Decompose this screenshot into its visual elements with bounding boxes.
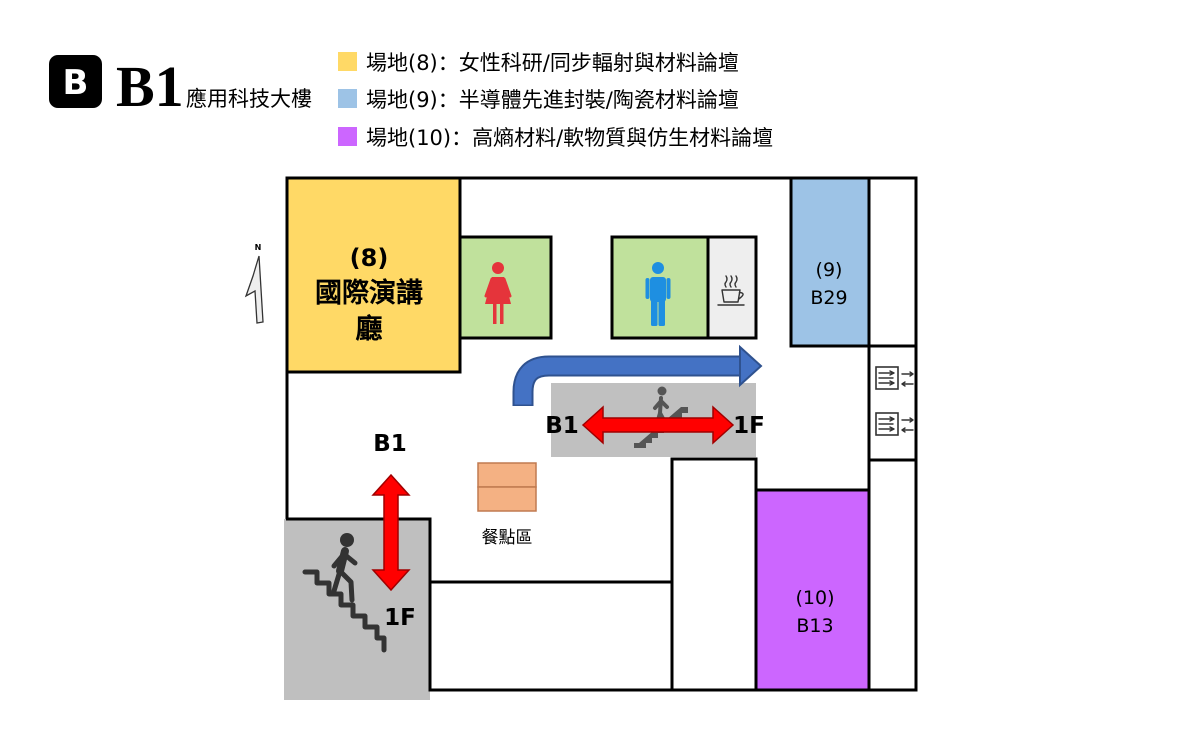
stairs-person-head (340, 533, 354, 547)
elevator-icon-arrows (901, 417, 914, 433)
legend-swatch-yellow (338, 52, 357, 71)
food-table-top (477, 462, 537, 488)
stairs-steps (302, 569, 387, 653)
female-icon-arms (484, 277, 512, 298)
stairs-icon (302, 533, 387, 653)
floor-plan: 餐點區 (8) 國際演講 廳 (9) B29 (10) B13 (284, 176, 918, 700)
room-8-number: (8) (350, 244, 389, 272)
legend-label-venue-9: 場地(9)：半導體先進封裝/陶瓷材料論壇 (366, 88, 739, 112)
floor-badge (49, 55, 102, 108)
food-area-label: 餐點區 (482, 528, 533, 548)
header: B B1 應用科技大樓 (49, 54, 312, 119)
escalator-double-arrow (581, 405, 735, 445)
legend-item-venue-10: 場地(10)：高熵材料/軟物質與仿生材料論壇 (338, 126, 773, 150)
room-9-b29 (789, 176, 871, 348)
female-icon-leg-right (500, 303, 504, 324)
north-label: N (255, 243, 262, 252)
stairs-label-1f: 1F (384, 605, 416, 631)
legend: 場地(8)：女性科研/同步輻射與材料論壇 場地(9)：半導體先進封裝/陶瓷材料論… (338, 51, 773, 150)
male-icon-leg-left (651, 299, 658, 326)
stairs-area (284, 519, 430, 700)
legend-item-venue-9: 場地(9)：半導體先進封裝/陶瓷材料論壇 (338, 88, 739, 112)
coffee-room (706, 235, 758, 340)
elevator-icon-lines (878, 370, 895, 386)
floor-badge-letter: B (63, 63, 89, 103)
legend-item-venue-8: 場地(8)：女性科研/同步輻射與材料論壇 (338, 51, 739, 75)
elevator-icon (875, 366, 914, 390)
food-area: 餐點區 (477, 462, 537, 548)
room-10-number: (10) (795, 587, 834, 609)
escalator-label-b1: B1 (545, 413, 579, 439)
room-8-name-line1: 國際演講 (315, 277, 423, 309)
room-8-international-lecture-hall (285, 176, 462, 374)
coffee-cup-handle (738, 291, 744, 300)
floor-title: B1 (116, 54, 184, 119)
female-restroom-icon (484, 262, 512, 324)
room-bottom-center (428, 580, 674, 692)
coffee-icon (717, 275, 745, 306)
blue-direction-arrow (512, 344, 763, 406)
elevator-icon (875, 412, 914, 436)
north-arrow-icon: N (244, 243, 264, 324)
room-9-number: (9) (816, 259, 843, 281)
north-arrow-blade (244, 255, 264, 324)
room-9-code: B29 (810, 287, 847, 309)
elevator-icon-arrows (901, 371, 914, 387)
legend-label-venue-10: 場地(10)：高熵材料/軟物質與仿生材料論壇 (366, 126, 773, 150)
escalator-label-1f: 1F (733, 413, 765, 439)
elevator-lobby (867, 344, 918, 462)
stairs-label-b1: B1 (373, 431, 407, 457)
room-10-code: B13 (796, 615, 833, 637)
stairs-person-limbs (331, 551, 358, 603)
legend-swatch-purple (338, 127, 357, 146)
male-icon-arm-right (666, 278, 671, 299)
female-icon-leg-left (493, 303, 497, 324)
coffee-steam (724, 275, 738, 288)
stairs-double-arrow (371, 473, 411, 592)
legend-swatch-blue (338, 89, 357, 108)
building-name: 應用科技大樓 (186, 87, 312, 111)
escalator-person-head (657, 386, 667, 396)
male-icon-head (652, 262, 664, 274)
room-bottom-narrow (670, 457, 758, 692)
blue-arrow-shaft (514, 357, 745, 405)
female-icon-head (492, 262, 504, 274)
blue-arrow-head (739, 344, 763, 388)
room-10-b13 (754, 488, 871, 692)
elevator-icon-lines (878, 416, 895, 432)
male-restroom-icon (645, 262, 671, 326)
legend-label-venue-8: 場地(8)：女性科研/同步輻射與材料論壇 (366, 51, 739, 75)
male-icon-arm-left (645, 278, 650, 299)
male-icon-body (650, 277, 666, 302)
food-table-bottom (477, 486, 537, 512)
room-8-name-line2: 廳 (356, 313, 383, 345)
coffee-cup (721, 289, 741, 303)
male-icon-leg-right (658, 299, 665, 326)
